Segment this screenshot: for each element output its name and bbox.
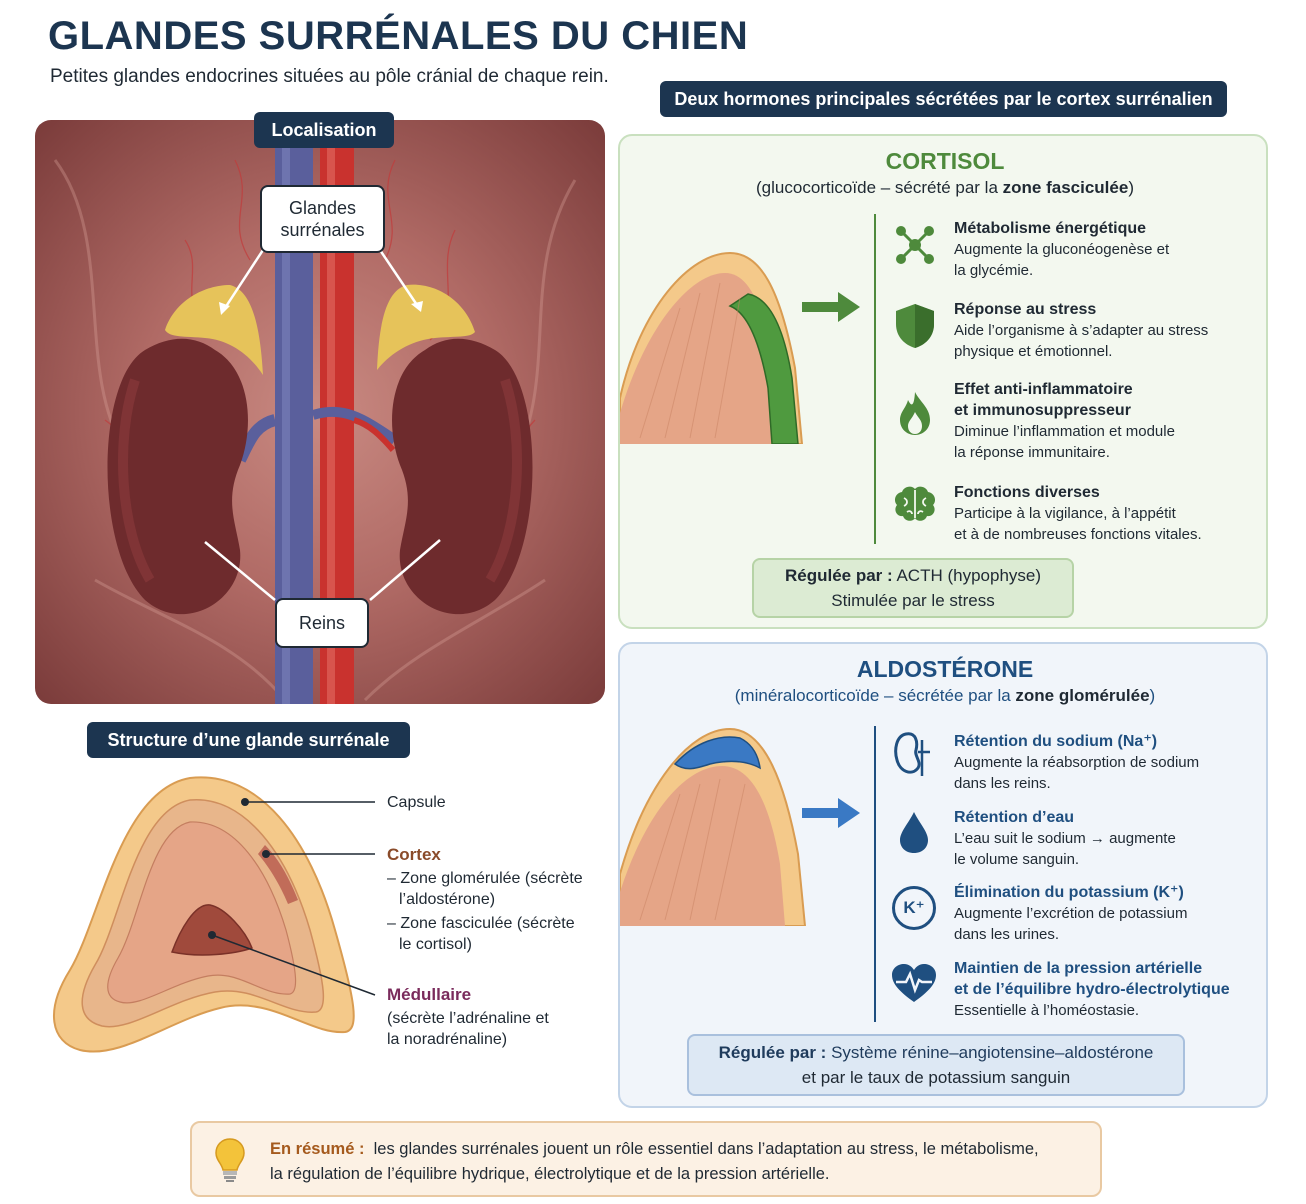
summary-line2: la régulation de l’équilibre hydrique, é… xyxy=(270,1165,830,1183)
aldosterone-panel: ALDOSTÉRONE (minéralocorticoïde – sécrét… xyxy=(618,642,1268,1108)
cortisol-item4-line2: et à de nombreuses fonctions vitales. xyxy=(954,526,1202,543)
summary-label: En résumé : xyxy=(270,1140,365,1158)
cortisol-item3-title2: et immunosuppresseur xyxy=(954,402,1131,419)
aldosterone-arrow-icon xyxy=(802,798,860,828)
cortisol-item1-line1: Augmente la gluconéogenèse et xyxy=(954,241,1170,258)
cortex-desc-line4: le cortisol) xyxy=(399,936,472,953)
brain-icon xyxy=(894,486,936,521)
cortisol-subtitle-pre: (glucocorticoïde – sécrété par la xyxy=(756,178,1003,197)
kidney-icon xyxy=(894,732,930,776)
adrenal-glands-callout-line1: Glandes xyxy=(288,198,357,218)
aldosterone-item4-line1: Essentielle à l’homéostasie. xyxy=(954,1002,1140,1019)
cortisol-regulation-label: Régulée par : xyxy=(784,566,893,585)
aldosterone-item4-title: Maintien de la pression artérielle xyxy=(954,960,1203,977)
cortisol-divider xyxy=(874,214,876,544)
aldosterone-regulation-box: Régulée par : Système rénine–angiotensin… xyxy=(687,1034,1185,1096)
zona-glomerulosa-highlight xyxy=(673,736,761,770)
aldosterone-item1-line1: Augmente la réabsorption de sodium xyxy=(954,754,1200,771)
cortex-label: Cortex xyxy=(387,845,441,864)
left-kidney xyxy=(107,338,248,615)
cortisol-subtitle-post: ) xyxy=(1128,178,1134,197)
potassium-icon: K⁺ xyxy=(892,886,936,930)
cortisol-item2-line1: Aide l’organisme à s’adapter au stress xyxy=(954,322,1209,339)
left-adrenal-gland xyxy=(165,285,263,375)
zona-fasciculata-highlight xyxy=(728,293,799,444)
cortex-desc-line3: – Zone fasciculée (sécrète xyxy=(387,915,575,932)
aldosterone-item3-title: Élimination du potassium (K⁺) xyxy=(954,884,1184,901)
aldosterone-regulation-line2: et par le taux de potassium sanguin xyxy=(801,1068,1071,1087)
aldosterone-item4-title2: et de l’équilibre hydro-électrolytique xyxy=(954,981,1230,998)
aldosterone-subtitle-zone: zone glomérulée xyxy=(1015,686,1150,705)
aldosterone-regulation-label: Régulée par : xyxy=(718,1043,827,1062)
cortisol-gland-detail xyxy=(620,251,804,444)
cortisol-item2-line2: physique et émotionnel. xyxy=(954,343,1113,360)
aldosterone-item3-line1: Augmente l’excrétion de potassium xyxy=(954,905,1188,922)
adrenal-glands-callout: Glandes surrénales xyxy=(260,185,385,253)
localisation-header: Localisation xyxy=(254,112,394,148)
cortex-desc-line2: l’aldostérone) xyxy=(399,891,496,908)
structure-header: Structure d’une glande surrénale xyxy=(87,722,410,758)
cortisol-arrow-icon xyxy=(802,292,860,322)
summary-text: En résumé : les glandes surrénales jouen… xyxy=(270,1137,1090,1187)
cortisol-title: CORTISOL xyxy=(885,148,1005,174)
cortisol-item3-line2: la réponse immunitaire. xyxy=(954,444,1110,461)
aldosterone-divider xyxy=(874,726,876,1022)
aldosterone-regulation-value: Système rénine–angiotensine–aldostérone xyxy=(831,1043,1154,1062)
zona-glomerulosa xyxy=(258,845,298,904)
aldosterone-title: ALDOSTÉRONE xyxy=(856,656,1034,682)
molecule-icon xyxy=(896,226,934,264)
capsule-label: Capsule xyxy=(387,794,446,811)
cortisol-panel: CORTISOL (glucocorticoïde – sécrété par … xyxy=(618,134,1268,629)
cortisol-regulation-line2: Stimulée par le stress xyxy=(831,591,995,610)
cortisol-item3-line1: Diminue l’inflammation et module xyxy=(954,423,1175,440)
aldosterone-item2-title: Rétention d’eau xyxy=(954,809,1075,826)
aldosterone-item2-line1: L’eau suit le sodium → augmente xyxy=(954,830,1176,847)
shield-icon xyxy=(896,304,934,348)
aldosterone-regulation-line1: Régulée par : Système rénine–angiotensin… xyxy=(689,1040,1183,1065)
right-kidney xyxy=(392,338,533,615)
aldosterone-item3-line2: dans les urines. xyxy=(954,926,1060,943)
right-adrenal-gland xyxy=(377,284,475,370)
flame-icon xyxy=(900,392,930,435)
cortisol-item1-line2: la glycémie. xyxy=(954,262,1034,279)
heart-pulse-icon xyxy=(892,964,936,1002)
summary-line1: les glandes surrénales jouent un rôle es… xyxy=(373,1140,1039,1158)
cortisol-item4-title: Fonctions diverses xyxy=(954,484,1100,501)
water-drop-icon xyxy=(900,812,928,853)
hormones-header: Deux hormones principales sécrétées par … xyxy=(660,81,1227,117)
aldosterone-gland-detail xyxy=(620,727,807,926)
medulla-desc-line2: la noradrénaline) xyxy=(387,1031,508,1048)
adrenal-glands-callout-line2: surrénales xyxy=(280,220,365,240)
aldosterone-item2-line2: le volume sanguin. xyxy=(954,851,1080,868)
medulla-desc-line1: (sécrète l’adrénaline et xyxy=(387,1010,549,1027)
kidneys-callout: Reins xyxy=(275,598,369,648)
cortisol-item4-line1: Participe à la vigilance, à l’appétit xyxy=(954,505,1176,522)
adrenal-cross-section xyxy=(53,776,376,1053)
cortisol-subtitle: (glucocorticoïde – sécrété par la zone f… xyxy=(620,178,1270,198)
aldosterone-subtitle-pre: (minéralocorticoïde – sécrétée par la xyxy=(734,686,1016,705)
page-subtitle: Petites glandes endocrines situées au pô… xyxy=(50,66,609,87)
cortisol-item2-title: Réponse au stress xyxy=(954,301,1097,318)
cortisol-regulation-value: ACTH (hypophyse) xyxy=(896,566,1042,585)
medulla-label: Médullaire xyxy=(387,985,472,1004)
cortex-desc-line1: – Zone glomérulée (sécrète xyxy=(387,870,583,887)
cortisol-regulation-line1: Régulée par : ACTH (hypophyse) xyxy=(754,563,1072,588)
lightbulb-icon xyxy=(215,1138,245,1182)
cortisol-item1-title: Métabolisme énergétique xyxy=(954,220,1147,237)
page-title: GLANDES SURRÉNALES DU CHIEN xyxy=(48,14,749,58)
cortisol-item3-title: Effet anti-inflammatoire xyxy=(954,381,1133,398)
cortisol-regulation-box: Régulée par : ACTH (hypophyse) Stimulée … xyxy=(752,558,1074,618)
aldosterone-item1-title: Rétention du sodium (Na⁺) xyxy=(954,733,1158,750)
summary-box: En résumé : les glandes surrénales jouen… xyxy=(190,1121,1102,1197)
cortisol-subtitle-zone: zone fasciculée xyxy=(1002,178,1129,197)
aldosterone-subtitle: (minéralocorticoïde – sécrétée par la zo… xyxy=(620,686,1270,706)
aldosterone-subtitle-post: ) xyxy=(1149,686,1156,705)
aldosterone-item1-line2: dans les reins. xyxy=(954,775,1051,792)
